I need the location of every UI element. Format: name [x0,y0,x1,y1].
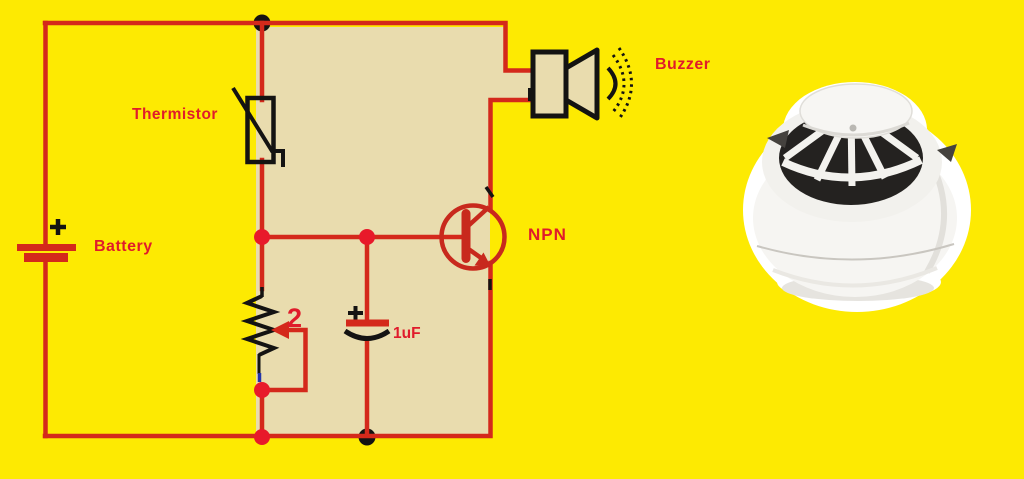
circuit-panel [256,27,532,436]
buzzer-label: Buzzer [655,56,710,73]
capacitor-label: 1uF [393,325,421,342]
plus-icon [50,219,66,235]
junction-dots-red [254,229,375,445]
sound-arc-dashed-outer [617,47,633,120]
potentiometer-symbol [240,287,289,382]
potentiometer-label: 2 [287,303,302,333]
wire-buzzer-to-collector [488,97,535,211]
battery-label: Battery [94,238,153,255]
wire-bottom-rail-and-emitter [42,260,493,439]
thermistor-symbol [231,86,285,167]
collector-tick [484,185,495,199]
thermistor-label: Thermistor [132,106,218,123]
pot-wiper-arrow-icon [271,321,289,339]
wire-pot-wiper [263,327,308,393]
battery-symbol [17,219,76,262]
capacitor-symbol [343,306,391,341]
plus-icon [348,306,363,321]
sound-arc-solid [606,66,618,101]
npn-label: NPN [528,225,567,244]
wire-top-rail-to-buzzer [42,20,536,73]
npn-transistor-symbol [439,185,507,290]
buzzer-symbol [528,47,633,121]
smoke-detector-image [743,82,971,312]
emitter-arrow-icon [474,252,491,267]
